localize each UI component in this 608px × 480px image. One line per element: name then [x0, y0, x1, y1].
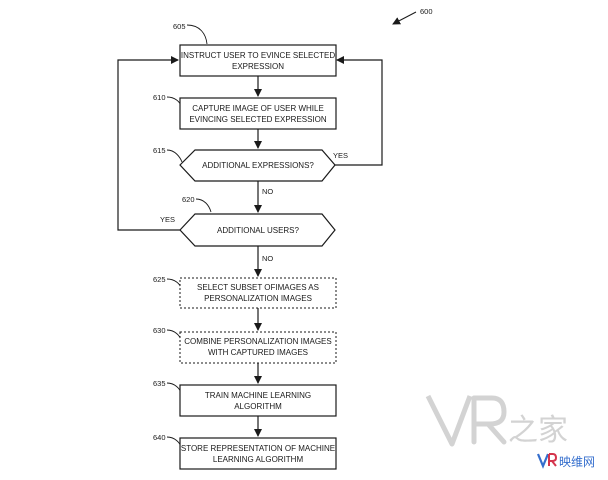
step-635-line1: TRAIN MACHINE LEARNING: [205, 391, 311, 400]
figure-ref-arrow: [392, 11, 417, 25]
step-625-line2: PERSONALIZATION IMAGES: [204, 294, 312, 303]
step-630-line2: WITH CAPTURED IMAGES: [208, 348, 308, 357]
step-615-label: ADDITIONAL EXPRESSIONS?: [202, 161, 314, 170]
step-610-ref: 610: [153, 93, 166, 102]
label-615-yes: YES: [333, 151, 348, 160]
step-635-leader: [166, 382, 182, 394]
watermark-v-shape: [425, 394, 473, 447]
step-610-leader: [166, 96, 182, 107]
step-615-leader: [166, 149, 183, 163]
watermark-r-shape: [471, 395, 507, 445]
step-630-box: [179, 331, 337, 364]
step-640-box: [179, 437, 337, 470]
arrow-620-yes-loop: [117, 56, 180, 231]
figure-ref-label: 600: [420, 7, 433, 16]
step-625-box: [179, 277, 337, 309]
step-635-ref: 635: [153, 379, 166, 388]
step-605-line1: INSTRUCT USER TO EVINCE SELECTED: [181, 51, 335, 60]
arrow-615-yes-loop: [335, 56, 383, 166]
step-620-label: ADDITIONAL USERS?: [217, 226, 299, 235]
step-635-box: [179, 384, 337, 417]
step-630-line1: COMBINE PERSONALIZATION IMAGES: [184, 337, 331, 346]
step-615-ref: 615: [153, 146, 166, 155]
watermark-mini-v: [536, 453, 550, 469]
step-620-decision-shape: [179, 213, 336, 247]
step-605-line2: EXPRESSION: [232, 62, 284, 71]
step-605-box: [179, 44, 337, 77]
watermark-logo: 之家 映维网: [425, 394, 595, 469]
label-620-yes: YES: [160, 215, 175, 224]
step-640-line2: LEARNING ALGORITHM: [213, 455, 304, 464]
step-620-ref: 620: [182, 195, 195, 204]
step-610-line1: CAPTURE IMAGE OF USER WHILE: [192, 104, 324, 113]
step-625-leader: [166, 278, 182, 289]
step-610-line2: EVINCING SELECTED EXPRESSION: [189, 115, 327, 124]
step-640-leader: [166, 436, 182, 448]
label-620-no: NO: [262, 254, 273, 263]
watermark-mini-r: [548, 453, 558, 467]
label-615-no: NO: [262, 187, 273, 196]
step-630-leader: [166, 329, 182, 341]
step-605-leader: [186, 24, 208, 45]
watermark-sub-text: 映维网: [559, 455, 595, 469]
step-635-line2: ALGORITHM: [234, 402, 282, 411]
step-625-ref: 625: [153, 275, 166, 284]
watermark-chinese-logo: 之家: [508, 413, 568, 448]
step-620-leader: [195, 198, 212, 213]
step-640-ref: 640: [153, 433, 166, 442]
step-605-ref: 605: [173, 22, 186, 31]
step-625-line1: SELECT SUBSET OFIMAGES AS: [197, 283, 319, 292]
step-610-box: [179, 97, 337, 130]
step-640-line1: STORE REPRESENTATION OF MACHINE: [181, 444, 335, 453]
step-630-ref: 630: [153, 326, 166, 335]
